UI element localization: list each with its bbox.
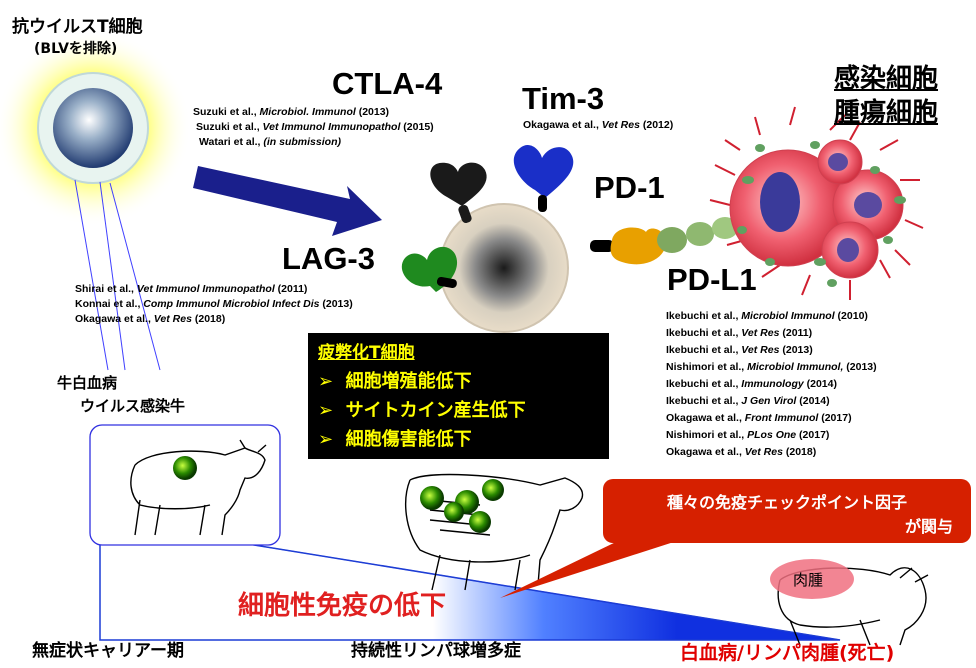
infected-cell-label: 感染細胞 bbox=[834, 64, 939, 94]
pdl1-ref: Okagawa et al., Vet Res (2018) bbox=[666, 446, 817, 458]
tim3-receptor bbox=[513, 145, 574, 212]
lag3-receptor bbox=[401, 246, 458, 292]
bullet-arrow-icon: ➢ bbox=[318, 400, 334, 421]
ctla4-label: CTLA-4 bbox=[332, 66, 443, 101]
stage-asymptomatic: 無症状キャリアー期 bbox=[32, 641, 184, 661]
pdl1-ref: Ikebuchi et al., Immunology (2014) bbox=[666, 378, 837, 390]
attack-arrow bbox=[193, 166, 382, 236]
exhausted-tcell bbox=[439, 203, 569, 333]
tcell-title: 抗ウイルスT細胞 bbox=[12, 17, 143, 37]
checkpoint-callout: 種々の免疫チェックポイント因子 が関与 bbox=[603, 479, 971, 543]
callout-line2: が関与 bbox=[904, 517, 953, 536]
ctla4-ref: Suzuki et al., Vet Immunol Immunopathol … bbox=[196, 121, 434, 133]
lag3-ref: Shirai et al., Vet Immunol Immunopathol … bbox=[75, 283, 308, 295]
pdl1-ref: Ikebuchi et al., Vet Res (2011) bbox=[666, 327, 813, 339]
stage-lymphocytosis: 持続性リンパ球増多症 bbox=[351, 641, 521, 661]
tumor-cell-label: 腫瘍細胞 bbox=[834, 98, 939, 128]
decline-wedge-outline bbox=[99, 519, 841, 641]
pd1-label: PD-1 bbox=[594, 170, 665, 205]
pdl1-ref: Ikebuchi et al., Microbiol Immunol (2010… bbox=[666, 310, 868, 322]
lag3-label: LAG-3 bbox=[282, 241, 375, 276]
tcell-subtitle: (BLVを排除) bbox=[34, 41, 118, 57]
ctla4-ref: Suzuki et al., Microbiol. Immunol (2013) bbox=[193, 106, 390, 118]
cow-label-line1: 牛白血病 bbox=[57, 374, 118, 392]
tcell-line-1 bbox=[74, 179, 109, 371]
ctla4-receptor bbox=[430, 162, 487, 224]
bullet-arrow-icon: ➢ bbox=[318, 371, 334, 392]
cow1-illustration bbox=[130, 439, 267, 536]
tumor-ellipse bbox=[770, 559, 854, 599]
bullet-arrow-icon: ➢ bbox=[318, 429, 334, 450]
tcell-line-3 bbox=[109, 182, 161, 371]
tumor-label: 肉腫 bbox=[793, 571, 824, 589]
exhausted-item: ➢ サイトカイン産生低下 bbox=[318, 400, 526, 421]
pdl1-label: PD-L1 bbox=[667, 262, 757, 297]
exhausted-tcell-box: 疲弊化T細胞 ➢ 細胞増殖能低下 ➢ サイトカイン産生低下 ➢ 細胞傷害能低下 bbox=[308, 333, 609, 459]
cow1-virus bbox=[173, 456, 197, 480]
pdl1-ref: Ikebuchi et al., J Gen Virol (2014) bbox=[666, 395, 830, 407]
callout-line1: 種々の免疫チェックポイント因子 bbox=[666, 493, 907, 512]
lag3-ref: Konnai et al., Comp Immunol Microbiol In… bbox=[75, 298, 353, 310]
pdl1-ref: Ikebuchi et al., Vet Res (2013) bbox=[666, 344, 813, 356]
tumor-cells bbox=[709, 106, 924, 300]
lag3-ref: Okagawa et al., Vet Res (2018) bbox=[75, 313, 226, 325]
exhausted-title: 疲弊化T細胞 bbox=[318, 343, 415, 363]
cow1-box bbox=[89, 424, 281, 546]
cow3-illustration bbox=[777, 567, 929, 646]
pdl1-ref-list: Ikebuchi et al., Microbiol Immunol (2010… bbox=[666, 310, 877, 459]
stage-leukemia: 白血病/リンパ肉腫(死亡) bbox=[680, 642, 895, 664]
pdl1-ligand bbox=[657, 217, 751, 253]
exhausted-item: ➢ 細胞傷害能低下 bbox=[318, 429, 472, 450]
pdl1-ref: Nishimori et al., Microbiol Immunol, (20… bbox=[666, 361, 877, 373]
pd1-receptor bbox=[590, 227, 666, 265]
cow-label-line2: ウイルス感染牛 bbox=[80, 397, 186, 415]
tcell-line-2 bbox=[99, 181, 126, 371]
pdl1-ref: Okagawa et al., Front Immunol (2017) bbox=[666, 412, 852, 424]
immunity-decline-label: 細胞性免疫の低下 bbox=[238, 591, 447, 621]
tim3-label: Tim-3 bbox=[522, 81, 605, 116]
exhausted-item: ➢ 細胞増殖能低下 bbox=[318, 371, 472, 392]
tcell-nucleus bbox=[53, 88, 133, 168]
callout-tail bbox=[500, 540, 680, 598]
ctla4-ref: Watari et al., (in submission) bbox=[199, 136, 341, 148]
cow2-virus bbox=[420, 479, 504, 533]
pdl1-ref: Nishimori et al., PLos One (2017) bbox=[666, 429, 830, 441]
tim3-ref: Okagawa et al., Vet Res (2012) bbox=[523, 119, 674, 131]
